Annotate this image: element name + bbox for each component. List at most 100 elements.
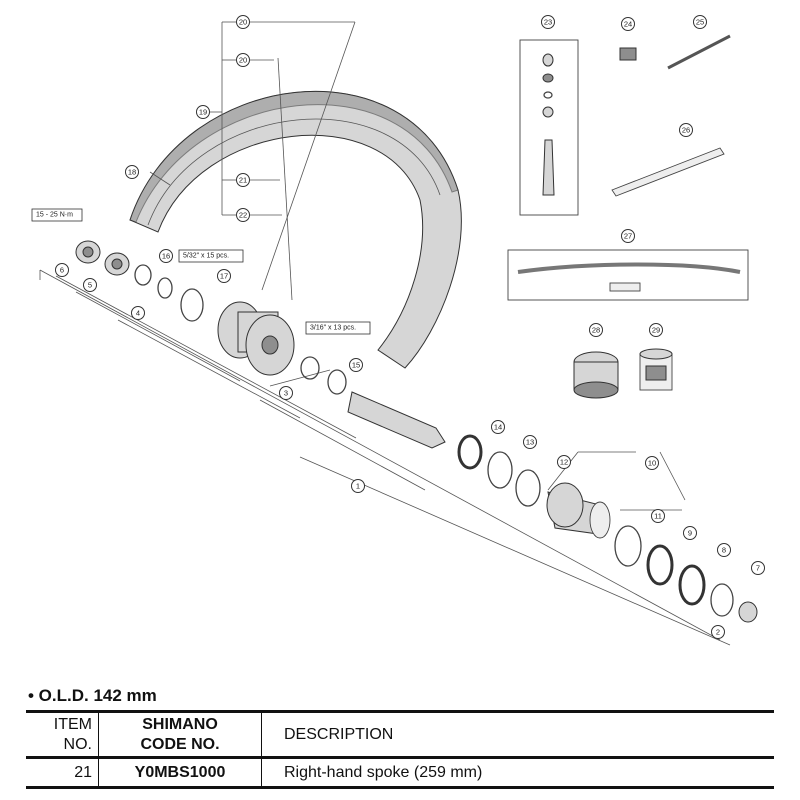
header-code-line2: CODE NO.: [140, 735, 220, 753]
callout-c1: 1: [351, 479, 365, 493]
callout-c23: 23: [541, 15, 555, 29]
callout-c24: 24: [621, 17, 635, 31]
callout-c3: 3: [279, 386, 293, 400]
callout-number: 26: [682, 126, 690, 135]
callout-c18: 18: [125, 165, 139, 179]
callout-circle: [351, 479, 365, 493]
callout-number: 7: [756, 564, 760, 573]
exploded-wheel-diagram: 15 - 25 N·m 5/32" x 15 pcs. 3/16" x 13 p…: [31, 15, 765, 646]
header-item-line1: ITEM: [53, 715, 92, 733]
callout-circle: [645, 456, 659, 470]
callout-c17: 17: [217, 269, 231, 283]
callout-c12: 12: [557, 455, 571, 469]
callout-number: 15: [352, 361, 360, 370]
callout-number: 28: [592, 326, 600, 335]
accessories: [507, 34, 749, 399]
rim: [129, 90, 462, 369]
callout-number: 2: [716, 628, 720, 637]
callout-c19: 19: [196, 105, 210, 119]
callout-number: 25: [696, 18, 704, 27]
callout-c26: 26: [679, 123, 693, 137]
callout-number: 18: [128, 168, 136, 177]
callout-number: 14: [494, 423, 502, 432]
callout-c28: 28: [589, 323, 603, 337]
callout-circle: [83, 278, 97, 292]
callout-circle: [557, 455, 571, 469]
callout-number: 13: [526, 438, 534, 447]
callout-c20b: 20: [236, 53, 250, 67]
spoke-bracket: [149, 21, 356, 301]
hub-shell: [217, 301, 347, 395]
row-description: Right-hand spoke (259 mm): [284, 763, 483, 781]
callout-number: 9: [688, 529, 692, 538]
callout-circle: [279, 386, 293, 400]
callout-circle: [236, 173, 250, 187]
callout-circle: [523, 435, 537, 449]
bearing-label-right: 3/16" x 13 pcs.: [305, 321, 371, 335]
header-code-line1: SHIMANO: [142, 715, 218, 733]
callout-circle: [649, 323, 663, 337]
callout-number: 29: [652, 326, 660, 335]
callout-number: 20: [239, 56, 247, 65]
callout-number: 23: [544, 18, 552, 27]
callout-c11: 11: [651, 509, 665, 523]
callout-c6: 6: [55, 263, 69, 277]
callout-c27: 27: [621, 229, 635, 243]
callout-number: 16: [162, 252, 170, 261]
callout-c9: 9: [683, 526, 697, 540]
callout-number: 8: [722, 546, 726, 555]
callout-c14: 14: [491, 420, 505, 434]
table-header-row: ITEM NO. SHIMANO CODE NO. DESCRIPTION: [26, 711, 774, 758]
callout-number: 1: [356, 482, 360, 491]
callout-c15: 15: [349, 358, 363, 372]
header-description: DESCRIPTION: [284, 725, 394, 743]
callout-c13: 13: [523, 435, 537, 449]
callout-circle: [717, 543, 731, 557]
freehub-parts: [457, 434, 758, 623]
old-spec-label: • O.L.D. 142 mm: [28, 686, 157, 705]
callout-c10: 10: [645, 456, 659, 470]
callout-circle: [125, 165, 139, 179]
callout-number: 24: [624, 20, 632, 29]
callout-circle: [236, 208, 250, 222]
callout-c29: 29: [649, 323, 663, 337]
callout-number: 17: [220, 272, 228, 281]
callout-circle: [541, 15, 555, 29]
callout-c5: 5: [83, 278, 97, 292]
axis-frame: [39, 269, 731, 646]
torque-label: 15 - 25 N·m: [31, 208, 83, 222]
callout-number: 5: [88, 281, 92, 290]
callout-circle: [621, 17, 635, 31]
callout-number: 6: [60, 266, 64, 275]
callout-number: 27: [624, 232, 632, 241]
row-item-no: 21: [74, 763, 92, 781]
callout-number: 19: [199, 108, 207, 117]
bearing-label-right-text: 3/16" x 13 pcs.: [310, 325, 356, 332]
torque-label-text: 15 - 25 N·m: [36, 212, 73, 219]
header-item-no: ITEM NO.: [26, 712, 99, 758]
callout-c2: 2: [711, 625, 725, 639]
callout-number: 3: [284, 389, 288, 398]
callout-c8: 8: [717, 543, 731, 557]
callout-circle: [236, 15, 250, 29]
callout-circle: [491, 420, 505, 434]
callout-circle: [651, 509, 665, 523]
callout-circle: [751, 561, 765, 575]
callout-number: 20: [239, 18, 247, 27]
callout-circle: [159, 249, 173, 263]
callout-circle: [55, 263, 69, 277]
row-code-no: Y0MBS1000: [98, 757, 262, 788]
bearing-label-left-text: 5/32" x 15 pcs.: [183, 253, 229, 260]
callout-c16: 16: [159, 249, 173, 263]
header-item-line2: NO.: [63, 735, 92, 753]
callout-number: 22: [239, 211, 247, 220]
table-row: 21 Y0MBS1000 Right-hand spoke (259 mm): [26, 757, 774, 788]
callout-number: 12: [560, 458, 568, 467]
callout-circle: [217, 269, 231, 283]
callout-circle: [711, 625, 725, 639]
callout-circle: [621, 229, 635, 243]
callout-c21: 21: [236, 173, 250, 187]
callout-c22: 22: [236, 208, 250, 222]
callout-circle: [693, 15, 707, 29]
